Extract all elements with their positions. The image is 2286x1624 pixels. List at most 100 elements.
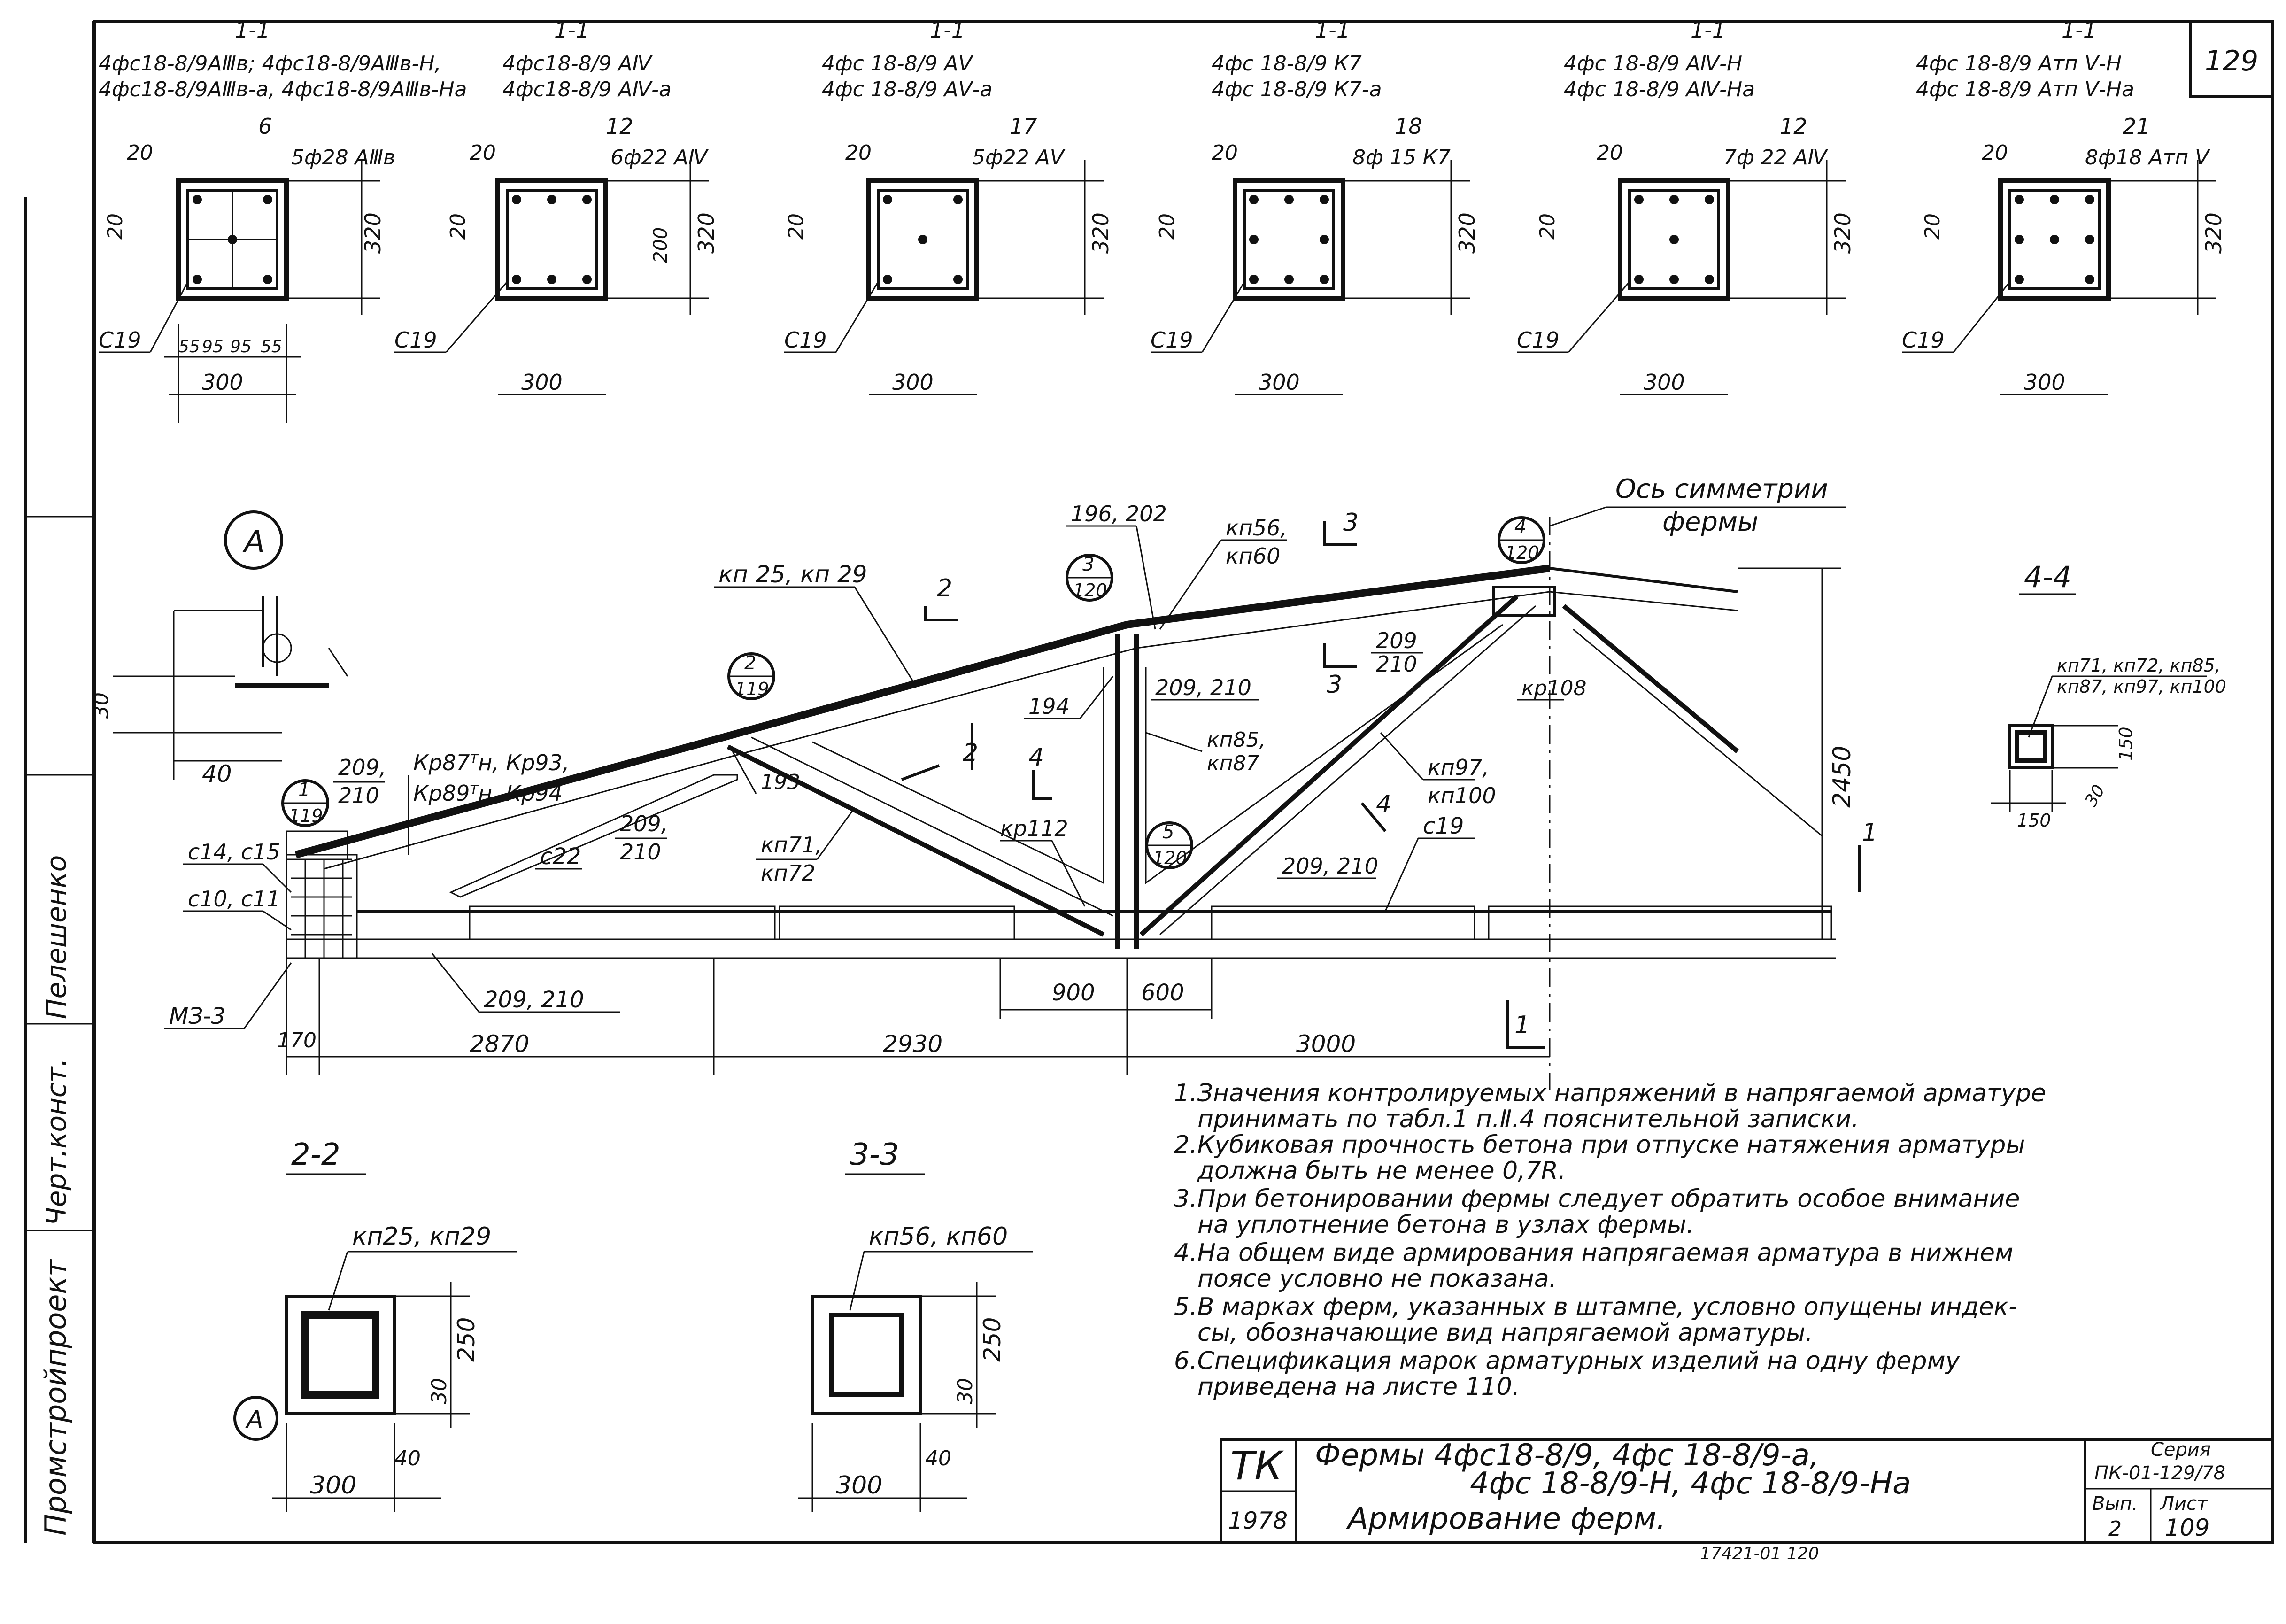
stamp-title-3: Армирование ферм.	[1346, 1501, 1666, 1536]
svg-text:20: 20	[103, 213, 127, 240]
section-1-1-b: 1-1 4фс18-8/9 АⅣ 4фс18-8/9 АⅣ-а 12 6ф22 …	[394, 17, 719, 395]
note-line: принимать по табл.1 п.Ⅱ.4 пояснительной …	[1197, 1105, 1859, 1133]
svg-text:320: 320	[360, 212, 386, 254]
note-line: 1.Значения контролируемых напряжений в н…	[1174, 1079, 2046, 1107]
sheet-number-box	[2189, 20, 2274, 98]
svg-text:3: 3	[1343, 509, 1359, 537]
svg-text:320: 320	[2201, 212, 2226, 254]
svg-text:1-1: 1-1	[1315, 17, 1350, 43]
section-3-3: 3-3 кп56, кп60 250 30 300 40	[798, 1137, 1033, 1512]
svg-text:300: 300	[202, 370, 243, 395]
svg-text:A: A	[242, 525, 265, 559]
svg-text:150: 150	[2116, 727, 2136, 761]
svg-text:4фс 18-8/9 Атп Ⅴ-Н: 4фс 18-8/9 Атп Ⅴ-Н	[1916, 52, 2122, 76]
svg-text:2870: 2870	[470, 1030, 529, 1058]
svg-text:3: 3	[1082, 554, 1094, 575]
svg-text:с22: с22	[540, 843, 581, 870]
svg-text:4фс 18-8/9 АⅣ-На: 4фс 18-8/9 АⅣ-На	[1564, 77, 1755, 101]
svg-text:210: 210	[620, 839, 661, 865]
note-line: на уплотнение бетона в узлах фермы.	[1197, 1211, 1694, 1239]
svg-text:21: 21	[2123, 114, 2150, 139]
svg-text:2450: 2450	[1828, 746, 1856, 808]
svg-text:6ф22 АⅣ: 6ф22 АⅣ	[610, 146, 709, 170]
svg-text:С19: С19	[1517, 327, 1560, 353]
svg-text:фермы: фермы	[1662, 507, 1758, 537]
svg-text:кп97,: кп97,	[1428, 755, 1489, 780]
svg-text:300: 300	[521, 370, 563, 395]
svg-text:209: 209	[1376, 628, 1417, 653]
svg-text:кп85,: кп85,	[1207, 728, 1266, 752]
svg-text:300: 300	[310, 1471, 356, 1500]
svg-text:120: 120	[1153, 848, 1187, 868]
section-1-1-e: 1-1 4фс 18-8/9 АⅣ-Н 4фс 18-8/9 АⅣ-На 12 …	[1517, 17, 1855, 395]
svg-text:С19: С19	[394, 327, 437, 353]
svg-text:20: 20	[845, 141, 872, 165]
svg-text:209,: 209,	[620, 811, 668, 836]
note-line: сы, обозначающие вид напрягаемой арматур…	[1197, 1319, 1813, 1347]
stamp-list: 109	[2165, 1514, 2209, 1541]
svg-text:кп56,: кп56,	[1226, 515, 1287, 541]
svg-text:119: 119	[735, 679, 769, 699]
svg-text:40: 40	[202, 760, 232, 788]
svg-text:4-4: 4-4	[2024, 560, 2071, 594]
svg-text:1-1: 1-1	[930, 17, 965, 43]
title-block: ТК 1978 Фермы 4фс18-8/9, 4фс 18-8/9-а, 4…	[1220, 1438, 2274, 1563]
svg-text:4фс 18-8/9 АⅤ-а: 4фс 18-8/9 АⅤ-а	[822, 77, 993, 101]
svg-text:95: 95	[202, 337, 224, 356]
svg-text:193: 193	[761, 770, 800, 794]
svg-text:1-1: 1-1	[1691, 17, 1726, 43]
svg-text:1: 1	[1514, 1011, 1530, 1039]
svg-text:3000: 3000	[1296, 1030, 1356, 1058]
svg-text:с14, с15: с14, с15	[188, 839, 280, 865]
stamp-list-label: Лист	[2159, 1493, 2209, 1515]
note-line: 6.Спецификация марок арматурных изделий …	[1174, 1347, 1961, 1375]
svg-text:30: 30	[89, 692, 113, 719]
svg-text:20: 20	[1982, 141, 2008, 165]
svg-text:300: 300	[892, 370, 934, 395]
svg-text:20: 20	[1212, 141, 1238, 165]
side-role: Черт.конст.	[40, 1058, 72, 1226]
svg-text:150: 150	[2017, 810, 2051, 831]
svg-text:209,: 209,	[338, 755, 386, 780]
detail-a-callout	[224, 510, 283, 570]
svg-text:4: 4	[1028, 743, 1044, 772]
section-marks-1: 4фс18-8/9АⅢв; 4фс18-8/9АⅢв-Н,	[99, 52, 441, 76]
svg-text:209, 210: 209, 210	[1155, 675, 1251, 700]
note-line: приведена на листе 110.	[1197, 1373, 1520, 1401]
svg-text:кр108: кр108	[1521, 676, 1587, 700]
svg-text:300: 300	[1644, 370, 1685, 395]
section-1-1-a: 1-1 4фс18-8/9АⅢв; 4фс18-8/9АⅢв-Н, 4фс18-…	[99, 17, 467, 423]
svg-text:300: 300	[1259, 370, 1300, 395]
svg-text:20: 20	[127, 141, 153, 165]
svg-text:320: 320	[694, 212, 719, 254]
svg-text:209, 210: 209, 210	[484, 987, 584, 1013]
side-org: Промстройпроект	[39, 1259, 73, 1536]
svg-text:200: 200	[650, 227, 672, 263]
svg-text:250: 250	[979, 1317, 1006, 1362]
section-1-1-c: 1-1 4фс 18-8/9 АⅤ 4фс 18-8/9 АⅤ-а 17 5ф2…	[784, 17, 1113, 395]
svg-text:8ф 15 К7: 8ф 15 К7	[1352, 146, 1451, 170]
section-2-2: 2-2 кп25, кп29 250 30 300 40 А	[233, 1137, 517, 1512]
svg-text:300: 300	[2024, 370, 2065, 395]
svg-text:4фс 18-8/9 К7: 4фс 18-8/9 К7	[1212, 52, 1362, 76]
stamp-series-label: Серия	[2151, 1439, 2211, 1461]
svg-text:кр112: кр112	[1000, 816, 1068, 841]
svg-text:40: 40	[925, 1446, 951, 1470]
svg-text:194: 194	[1028, 694, 1070, 719]
stamp-year: 1978	[1228, 1507, 1288, 1534]
svg-text:2: 2	[744, 652, 756, 674]
svg-text:3-3: 3-3	[850, 1137, 899, 1172]
svg-text:17: 17	[1010, 114, 1037, 139]
note-line: должна быть не менее 0,7R.	[1197, 1157, 1566, 1185]
svg-text:кп60: кп60	[1226, 543, 1280, 569]
svg-text:кп87: кп87	[1207, 751, 1259, 775]
rebar-count: 6	[258, 114, 272, 139]
svg-text:2: 2	[963, 739, 978, 767]
svg-text:С19: С19	[99, 327, 141, 353]
svg-text:20: 20	[1536, 213, 1560, 240]
svg-text:209, 210: 209, 210	[1282, 853, 1378, 879]
svg-text:4фс 18-8/9 К7-а: 4фс 18-8/9 К7-а	[1212, 77, 1382, 101]
svg-text:Ось симметрии: Ось симметрии	[1615, 474, 1828, 504]
svg-text:119: 119	[289, 805, 323, 826]
